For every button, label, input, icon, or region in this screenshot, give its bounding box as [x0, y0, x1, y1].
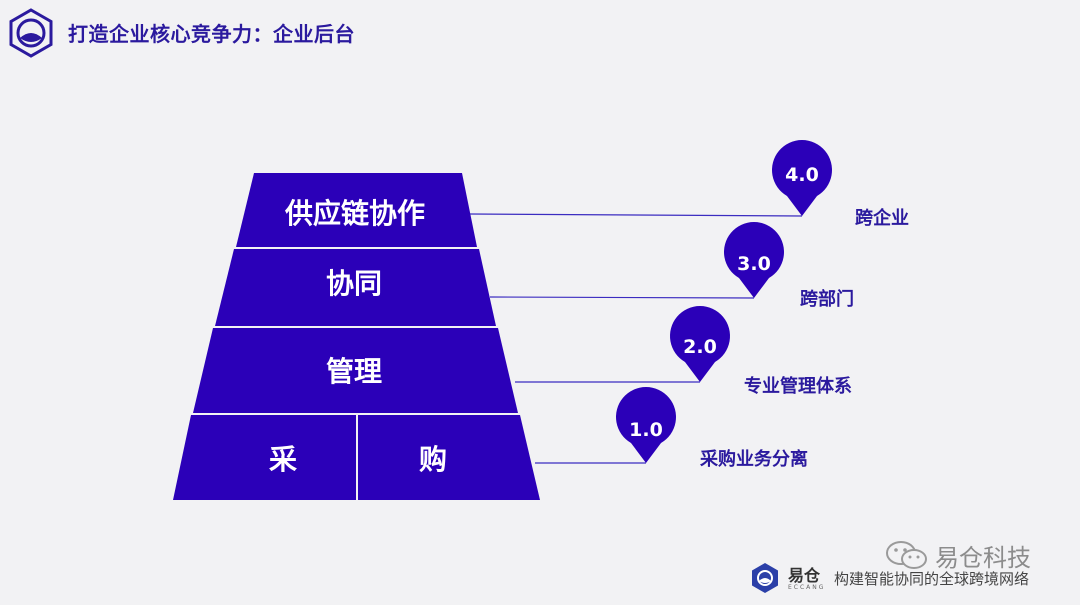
base-label-right: 购 — [418, 443, 448, 476]
pin-marker-2 — [670, 306, 731, 382]
eccang-logo-icon — [752, 563, 778, 593]
brand-english-name: ECCANG — [788, 584, 826, 591]
pyramid-layer-management — [193, 328, 518, 413]
pin-value-1: 1.0 — [629, 419, 663, 441]
stage-label-4: 跨企业 — [855, 208, 909, 229]
pyramid-layer-supply-chain — [236, 173, 477, 247]
wechat-watermark: 易仓科技 — [885, 536, 1055, 572]
brand-name: 易仓 — [788, 566, 821, 585]
pin-marker-4 — [772, 140, 833, 216]
connector-line-4 — [469, 213, 803, 217]
stage-label-3: 跨部门 — [800, 289, 854, 310]
wechat-account-name: 易仓科技 — [935, 544, 1031, 572]
stage-label-1: 采购业务分离 — [700, 449, 808, 470]
layer-label-collaboration: 协同 — [325, 267, 383, 300]
pin-marker-3 — [724, 222, 784, 298]
stage-label-2: 专业管理体系 — [744, 376, 852, 397]
wechat-icon — [886, 541, 927, 569]
pyramid-base-right — [358, 415, 540, 500]
company-logo-icon — [9, 8, 53, 58]
pin-marker-1 — [616, 387, 676, 463]
brand-slogan: 构建智能协同的全球跨境网络 — [834, 570, 1030, 588]
pyramid-base-left — [173, 415, 356, 500]
brand-footer: 易仓 ECCANG 构建智能协同的全球跨境网络 — [750, 560, 1070, 600]
connector-line-3 — [489, 296, 755, 299]
pyramid-layer-collaboration — [215, 249, 496, 326]
pin-value-2: 2.0 — [683, 336, 717, 358]
pin-value-3: 3.0 — [737, 253, 771, 275]
layer-label-supply-chain: 供应链协作 — [284, 197, 426, 230]
base-label-left: 采 — [268, 443, 298, 476]
slide-title: 打造企业核心竞争力：企业后台 — [68, 22, 355, 46]
layer-label-management: 管理 — [325, 355, 383, 388]
slide-header: 打造企业核心竞争力：企业后台 — [0, 0, 1080, 70]
pin-value-4: 4.0 — [785, 164, 819, 186]
